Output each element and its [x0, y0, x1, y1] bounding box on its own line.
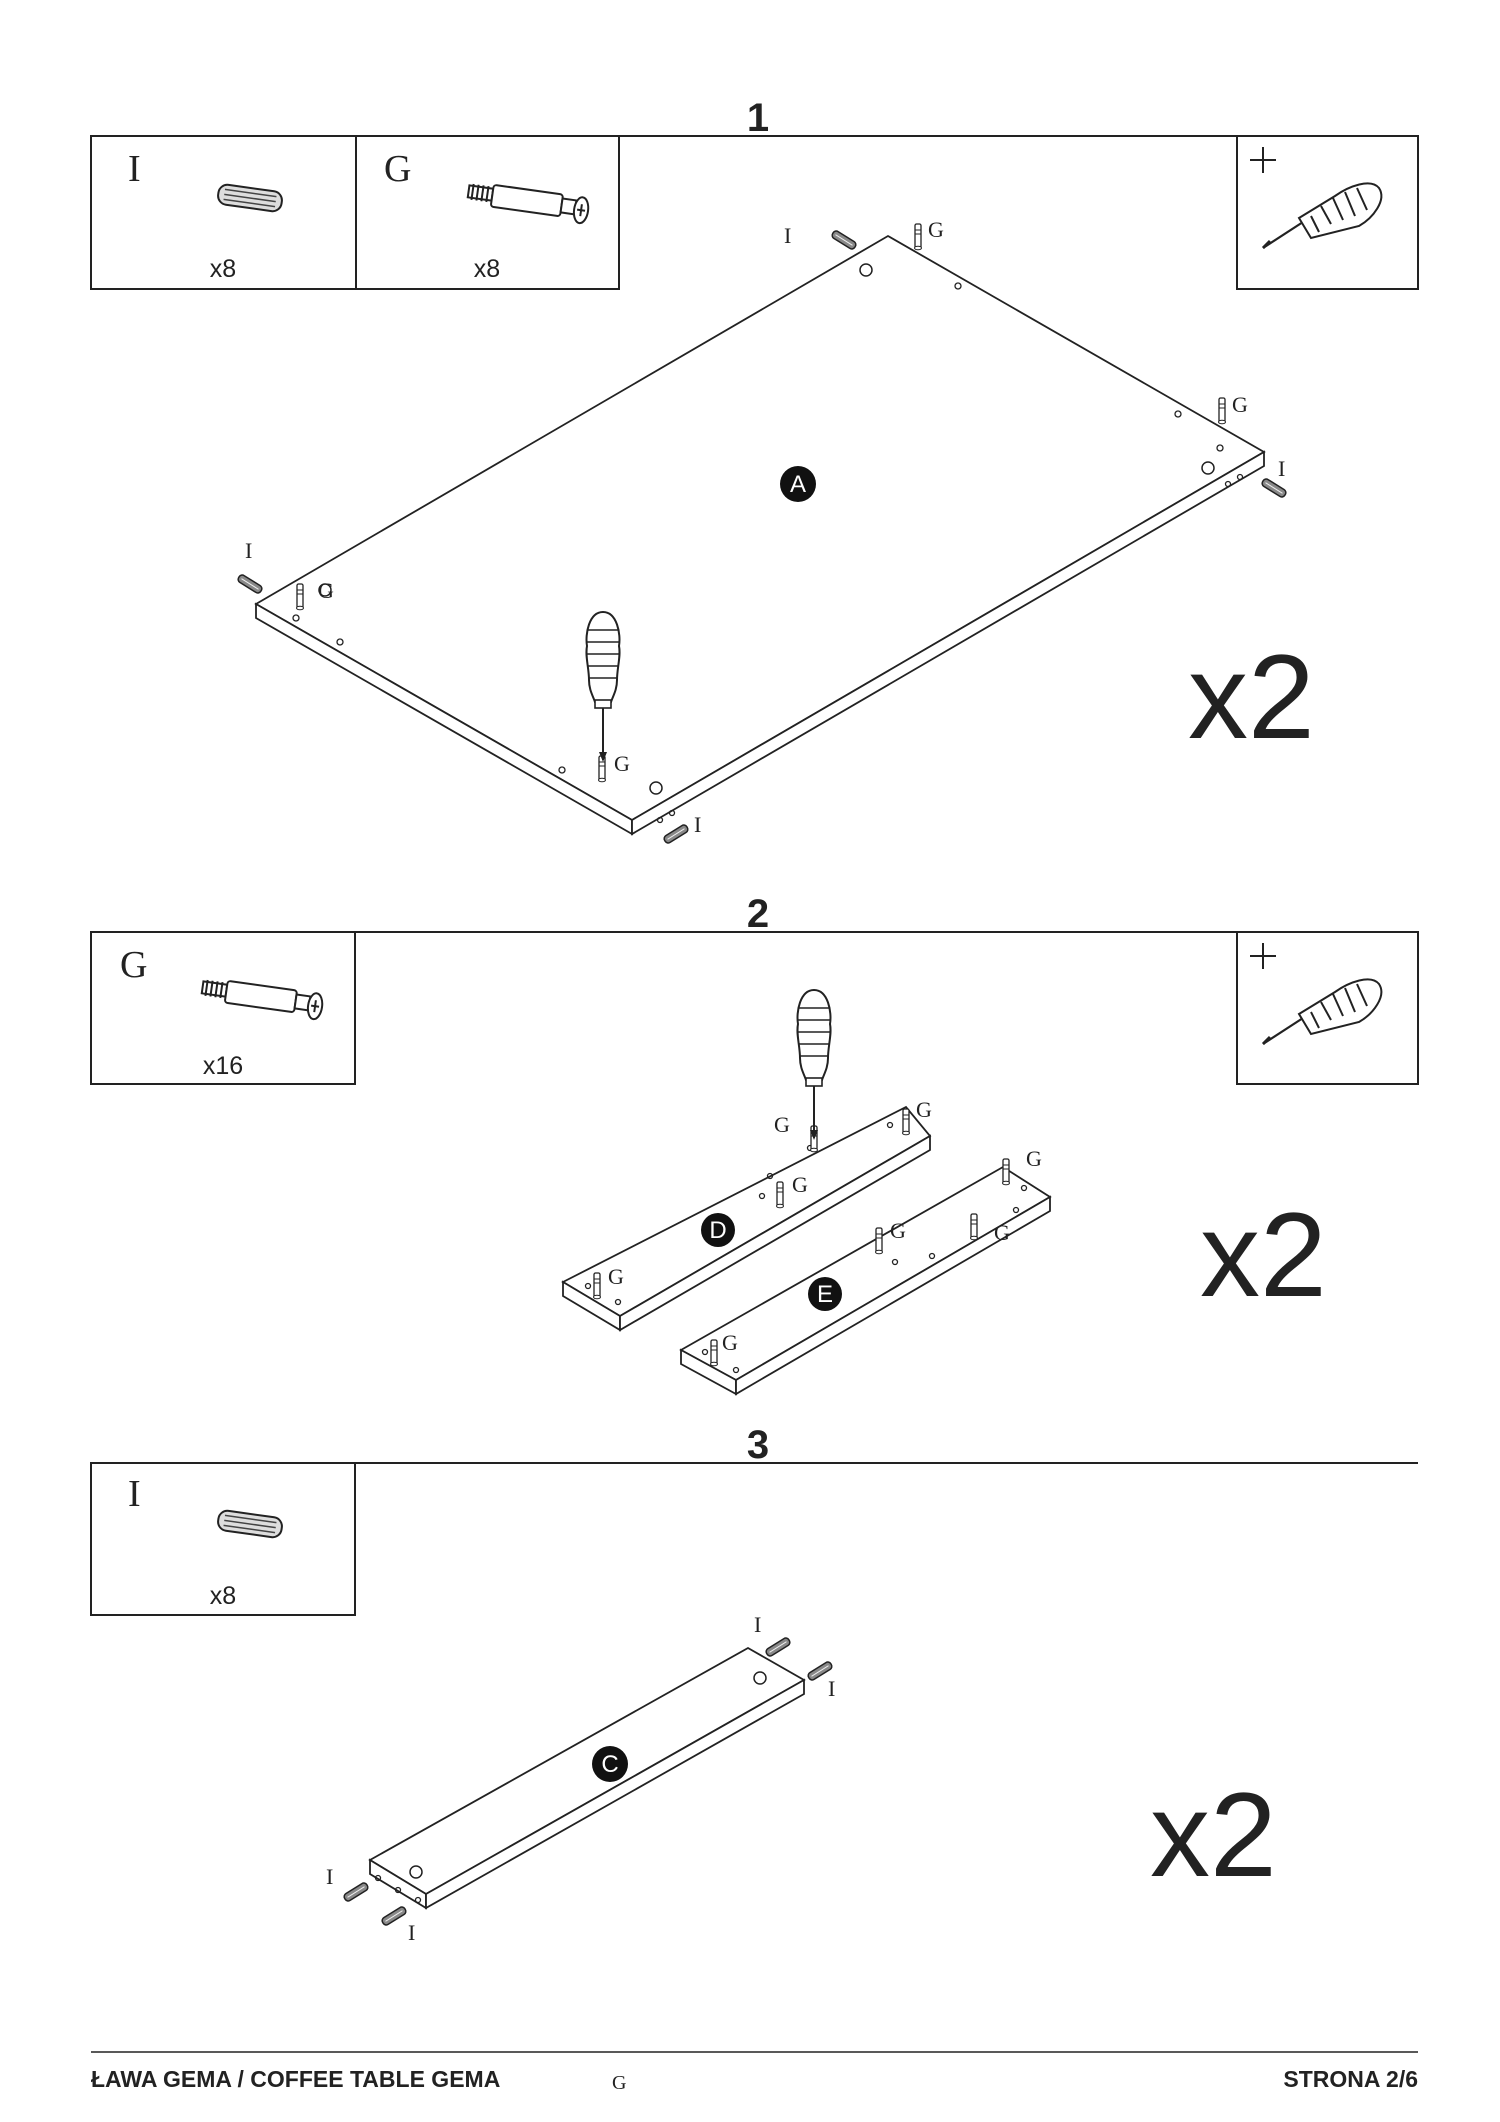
dowel-icon [215, 182, 285, 214]
panel-c-drawing: C I I I I [326, 1612, 835, 1945]
cam-bolt-icon [465, 180, 591, 226]
panel-label-e [808, 1277, 842, 1311]
part-quantity: x8 [474, 255, 500, 283]
step-3: 3 I x8 C I I I I [90, 1423, 1418, 1945]
dowel-icon [830, 228, 858, 252]
panel-letter: C [601, 1751, 618, 1778]
callout-g: G [1026, 1146, 1042, 1171]
screwdriver-icon [796, 989, 832, 1141]
page-number: STRONA 2/6 [1283, 2066, 1418, 2092]
callout-i: I [784, 223, 791, 248]
cam-bolt-icon [874, 1227, 884, 1255]
dowel-icon [380, 1904, 408, 1928]
step-number: 1 [747, 96, 769, 140]
callout-i: I [326, 1864, 333, 1889]
cam-bolt-icon [709, 1339, 719, 1367]
callout-g: G [614, 751, 630, 776]
panel-label-d [701, 1213, 735, 1247]
footer-title: ŁAWA GEMA / COFFEE TABLE GEMA [91, 2066, 501, 2092]
panel-e-drawing: E [679, 1158, 1052, 1396]
panel-a-drawing: A I G G I I G G I [236, 217, 1288, 846]
dowel-icon [662, 822, 690, 846]
dowel-icon [215, 1508, 285, 1540]
part-letter: I [128, 1473, 141, 1515]
multiplier: x2 [1188, 630, 1315, 764]
multiplier: x2 [1200, 1188, 1327, 1322]
cam-bolt-icon [1217, 397, 1227, 425]
callout-i: I [754, 1612, 761, 1637]
step-2: 2 G x16 [90, 892, 1419, 1396]
callout-i: I [694, 812, 701, 837]
cam-bolt-icon [913, 223, 923, 251]
callout-i: I [828, 1676, 835, 1701]
dowel-icon [764, 1635, 792, 1659]
panel-letter: E [817, 1281, 833, 1308]
part-letter: G [120, 944, 147, 986]
part-box-i: I x8 [90, 1462, 356, 1616]
panel-d-drawing: D [561, 989, 932, 1332]
multiplier: x2 [1150, 1768, 1277, 1902]
callout-g: G [792, 1172, 808, 1197]
callout-g: G [318, 578, 334, 603]
callout-g: G [774, 1112, 790, 1137]
panel-letter: A [790, 471, 806, 498]
part-box-g: G x8 [355, 135, 620, 290]
cam-bolt-icon [901, 1108, 911, 1136]
part-box-i: I x8 [90, 135, 357, 290]
part-letter: I [128, 148, 141, 190]
callout-g: G [994, 1220, 1010, 1245]
footer-mark: G [612, 2072, 627, 2094]
step-number: 3 [747, 1423, 769, 1467]
screwdriver-plus-icon [1261, 977, 1383, 1046]
callout-g: G [890, 1218, 906, 1243]
panel-label-a [780, 466, 816, 502]
callout-i: I [245, 538, 252, 563]
callout-i: I [1278, 456, 1285, 481]
cam-bolt-icon [1001, 1158, 1011, 1186]
part-box-g: G x16 [90, 931, 356, 1085]
part-quantity: x8 [210, 1582, 236, 1610]
dowel-icon [342, 1880, 370, 1904]
screwdriver-plus-icon [1261, 181, 1383, 250]
part-letter: G [384, 148, 411, 190]
cam-bolt-icon [592, 1272, 602, 1300]
step-1: 1 I x8 G x8 [90, 96, 1419, 846]
panel-label-c [592, 1746, 628, 1782]
cam-bolt-icon [295, 583, 305, 611]
callout-g: G [916, 1097, 932, 1122]
cam-bolt-icon [775, 1181, 785, 1209]
callout-g: G [1232, 392, 1248, 417]
cam-bolt-icon [969, 1213, 979, 1241]
part-quantity: x8 [210, 255, 236, 283]
part-quantity: x16 [203, 1052, 243, 1080]
dowel-icon [236, 572, 264, 596]
panel-letter: D [709, 1217, 726, 1244]
callout-i: I [408, 1920, 415, 1945]
callout-g: G [608, 1264, 624, 1289]
tool-box [1236, 135, 1419, 290]
step-number: 2 [747, 892, 769, 936]
callout-g: G [928, 217, 944, 242]
tool-box [1236, 931, 1419, 1085]
callout-g: G [722, 1330, 738, 1355]
cam-bolt-icon [199, 976, 325, 1022]
